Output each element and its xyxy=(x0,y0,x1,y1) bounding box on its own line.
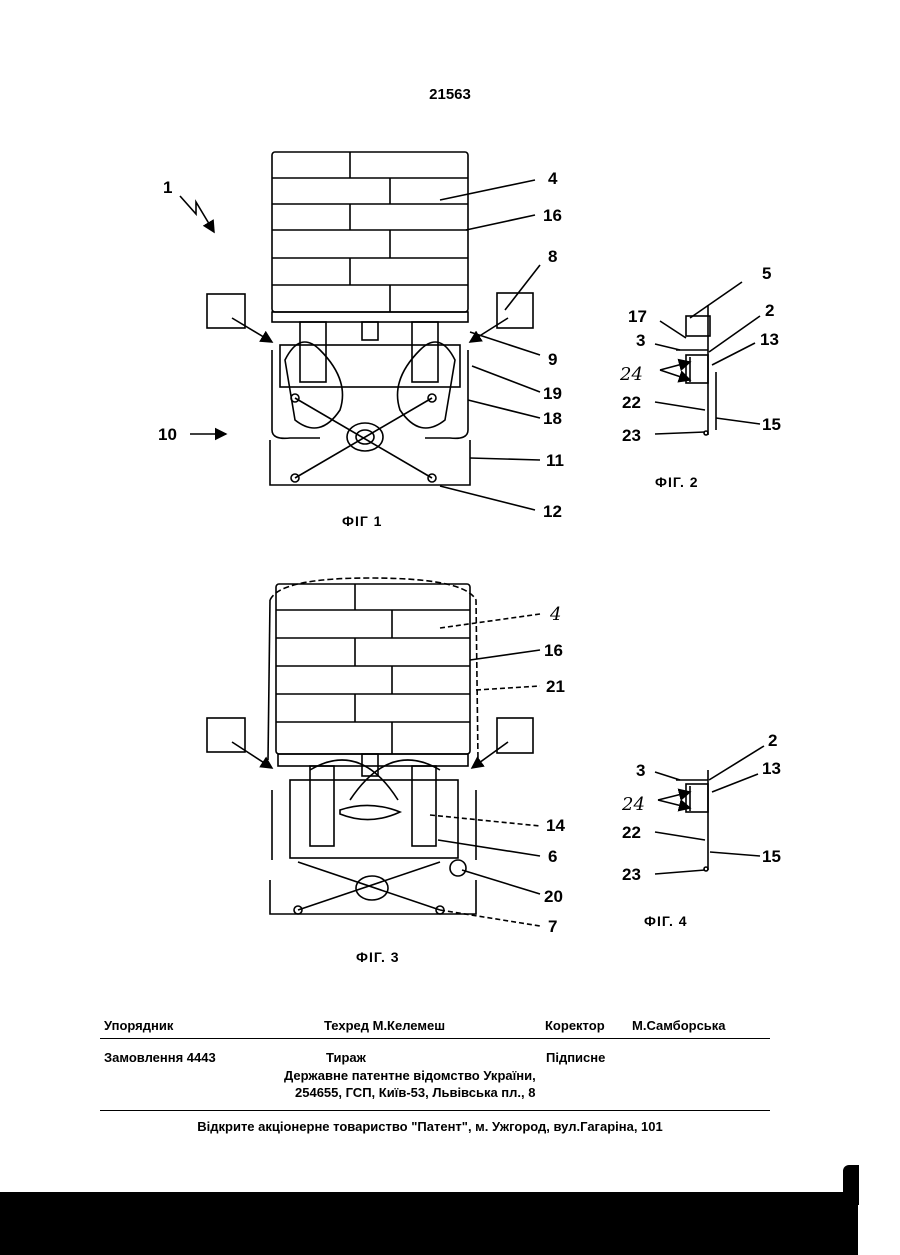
fig4-ref-22: 22 xyxy=(622,823,641,842)
fig3-ref-14: 14 xyxy=(546,816,565,835)
divider xyxy=(100,1110,770,1111)
fig1-caption: ФІГ 1 xyxy=(342,513,382,529)
corrector-name: М.Самборська xyxy=(632,1018,726,1033)
fig1-ref-9: 9 xyxy=(548,350,557,369)
fig4-ref-13: 13 xyxy=(762,759,781,778)
scan-bottom-bar xyxy=(0,1192,858,1255)
corrector-label: Коректор xyxy=(545,1018,605,1033)
fig2-caption: ФІГ. 2 xyxy=(655,474,699,490)
fig1-ref-12: 12 xyxy=(543,502,562,521)
fig3-ref-21: 21 xyxy=(546,677,565,696)
patent-drawings: 1 10 4 16 8 9 19 18 11 12 ФІГ 1 5 17 2 3… xyxy=(0,0,900,1000)
fig2-ref-13: 13 xyxy=(760,330,779,349)
circulation: Тираж xyxy=(326,1050,366,1065)
fig4-ref-3: 3 xyxy=(636,761,645,780)
fig3-ref-6: 6 xyxy=(548,847,557,866)
fig3-ref-4: 4 xyxy=(549,604,561,625)
fig2-ref-22: 22 xyxy=(622,393,641,412)
compiler-label: Упорядник xyxy=(104,1018,173,1033)
fig4-ref-24: 24 xyxy=(621,794,645,815)
fig1-ref-1: 1 xyxy=(163,178,172,197)
fig1-ref-10: 10 xyxy=(158,425,177,444)
fig4-ref-2: 2 xyxy=(768,731,777,750)
figure-3 xyxy=(207,578,540,926)
brick-stack-fig3 xyxy=(276,584,470,754)
office-line-1: Державне патентне відомство України, xyxy=(284,1068,536,1083)
techred: Техред М.Келемеш xyxy=(324,1018,445,1033)
office-line-2: 254655, ГСП, Київ-53, Львівська пл., 8 xyxy=(295,1085,535,1100)
fig2-ref-24: 24 xyxy=(619,364,643,385)
fig3-ref-20: 20 xyxy=(544,887,563,906)
subscription: Підписне xyxy=(546,1050,605,1065)
fig2-ref-2: 2 xyxy=(765,301,774,320)
fig2-ref-15: 15 xyxy=(762,415,781,434)
figure-1 xyxy=(180,152,540,510)
fig4-ref-15: 15 xyxy=(762,847,781,866)
fig1-ref-18: 18 xyxy=(543,409,562,428)
publisher-line: Відкрите акціонерне товариство "Патент",… xyxy=(0,1119,860,1134)
fig1-ref-11: 11 xyxy=(546,451,564,470)
figure-4 xyxy=(655,746,764,874)
fig3-ref-7: 7 xyxy=(548,917,557,936)
figure-2 xyxy=(655,282,760,435)
fig2-ref-3: 3 xyxy=(636,331,645,350)
fig2-ref-23: 23 xyxy=(622,426,641,445)
divider xyxy=(100,1038,770,1039)
fig1-ref-4: 4 xyxy=(548,169,558,188)
fig1-ref-8: 8 xyxy=(548,247,557,266)
fig2-ref-5: 5 xyxy=(762,264,771,283)
brick-stack-fig1 xyxy=(272,152,468,312)
fig4-caption: ФІГ. 4 xyxy=(644,913,688,929)
fig3-caption: ФІГ. 3 xyxy=(356,949,400,965)
fig3-ref-16: 16 xyxy=(544,641,563,660)
fig1-ref-16: 16 xyxy=(543,206,562,225)
order-number: Замовлення 4443 xyxy=(104,1050,216,1065)
fig2-ref-17: 17 xyxy=(628,307,647,326)
fig1-ref-19: 19 xyxy=(543,384,562,403)
fig4-ref-23: 23 xyxy=(622,865,641,884)
